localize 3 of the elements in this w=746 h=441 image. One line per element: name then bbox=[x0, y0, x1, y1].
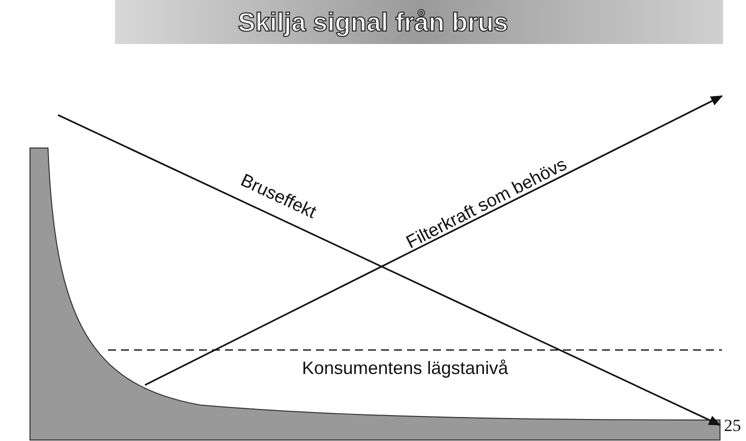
title: Skilja signal från brus bbox=[238, 7, 508, 37]
page-number: 25 bbox=[724, 416, 741, 436]
threshold-label: Konsumentens lägstanivå bbox=[302, 358, 508, 379]
